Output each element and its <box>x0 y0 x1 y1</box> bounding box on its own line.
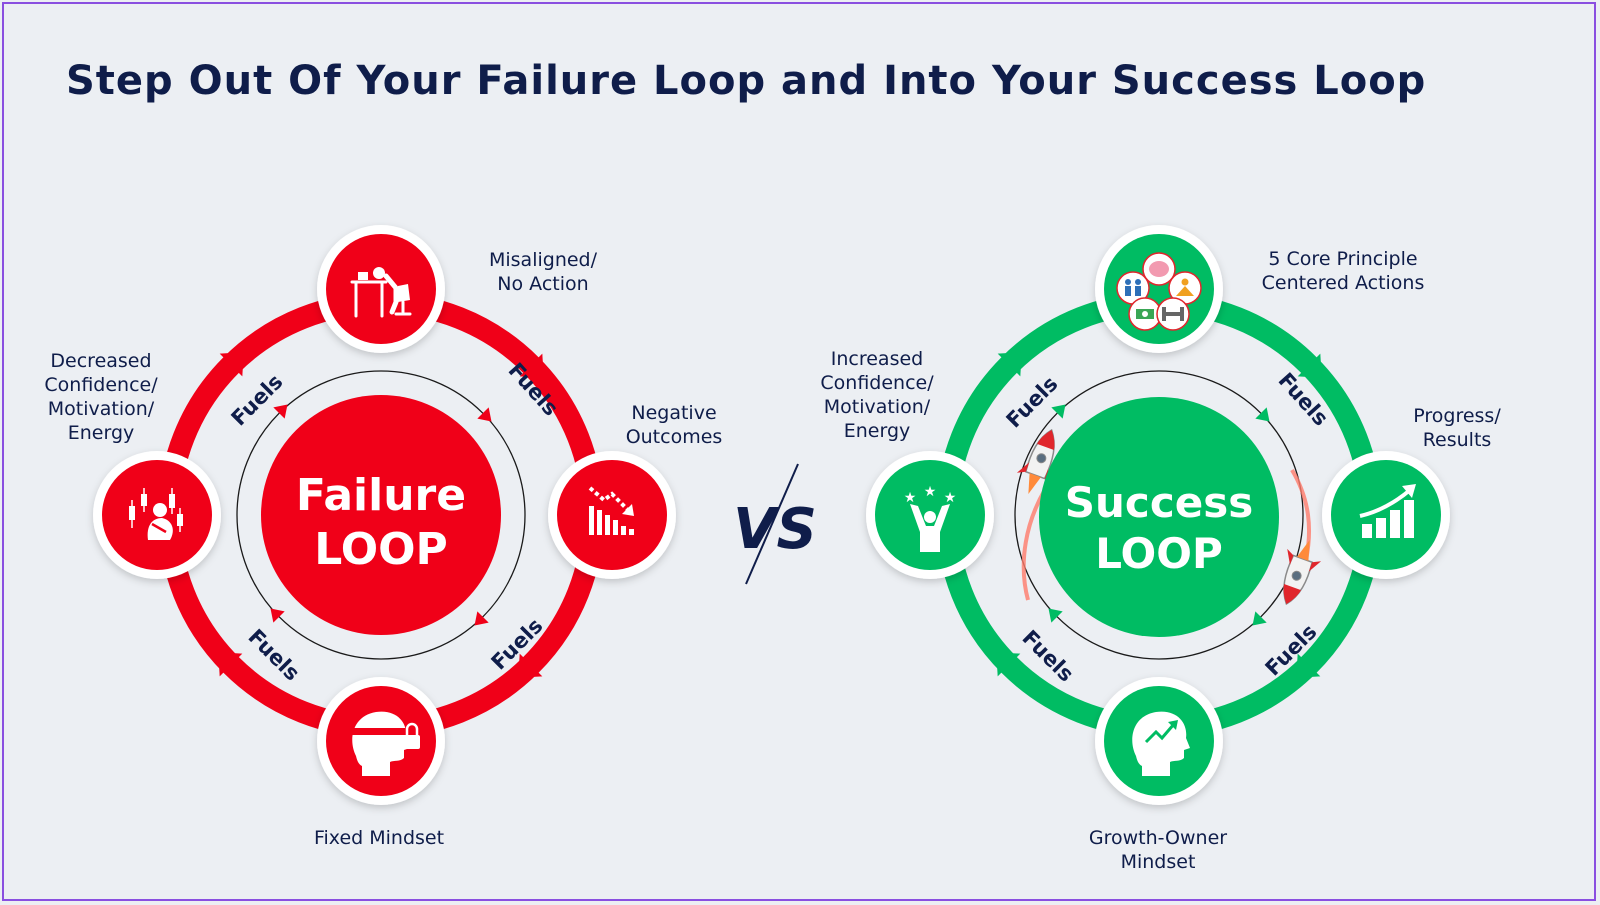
sad-person-falling-candles-icon <box>129 488 183 540</box>
page-title: Step Out Of Your Failure Loop and Into Y… <box>66 58 1427 104</box>
failure-inner-ring <box>236 370 526 660</box>
svg-text:★: ★ <box>924 484 937 500</box>
failure-loop: Failure LOOP Fuels Fuels Fuels Fuels <box>93 225 676 805</box>
success-center-line2: LOOP <box>1095 529 1222 578</box>
rocket-icon-right <box>1283 540 1322 606</box>
failure-inner-arrows <box>270 404 492 626</box>
failure-node-bottom-label: Fixed Mindset <box>313 827 445 849</box>
success-loop: Success LOOP Fuels Fuels Fuels Fuels <box>866 225 1450 805</box>
vs-text: VS <box>733 497 817 562</box>
celebrating-person-stars-icon: ★ ★ ★ <box>904 484 957 552</box>
person-slumped-at-desk-icon <box>350 267 412 318</box>
failure-center-circle <box>261 395 501 635</box>
success-node-bottom-label: Growth-Owner Mindset <box>1088 827 1228 873</box>
failure-node-left <box>93 451 221 579</box>
success-node-bottom <box>1095 677 1223 805</box>
success-node-top <box>1095 225 1223 353</box>
svg-text:★: ★ <box>904 490 917 506</box>
versus-mark: VS <box>733 463 817 585</box>
svg-text:★: ★ <box>944 490 957 506</box>
failure-node-top-label: Misaligned/ No Action <box>488 249 598 295</box>
failure-center-line2: LOOP <box>314 524 448 575</box>
five-core-principles-icon <box>1116 252 1202 331</box>
failure-center-line1: Failure <box>296 470 466 521</box>
success-node-left: ★ ★ ★ <box>866 451 994 579</box>
failure-node-left-label: Decreased Confidence/ Motivation/ Energy <box>44 350 158 444</box>
success-node-right-label: Progress/ Results <box>1413 405 1501 451</box>
success-center-line1: Success <box>1065 478 1253 527</box>
declining-chart-icon <box>588 486 634 535</box>
failure-outer-arrows <box>218 352 544 678</box>
growth-head-icon <box>1132 711 1190 776</box>
failure-node-bottom <box>317 677 445 805</box>
success-node-right <box>1322 451 1450 579</box>
failure-node-top <box>317 225 445 353</box>
success-node-top-label: 5 Core Principle Centered Actions <box>1261 248 1425 294</box>
failure-node-right <box>548 451 676 579</box>
failure-node-right-label: Negative Outcomes <box>625 402 723 448</box>
success-fuels-label-nw: Fuels <box>1002 372 1063 433</box>
success-outer-arrows <box>996 352 1322 678</box>
success-inner-ring <box>1014 370 1304 660</box>
success-center-circle <box>1039 397 1279 637</box>
failure-fuels-label-nw: Fuels <box>227 370 288 431</box>
rising-chart-icon <box>1359 484 1416 538</box>
locked-head-icon <box>352 711 420 776</box>
success-inner-arrows <box>1048 404 1270 626</box>
success-node-left-label: Increased Confidence/ Motivation/ Energy <box>820 348 934 442</box>
